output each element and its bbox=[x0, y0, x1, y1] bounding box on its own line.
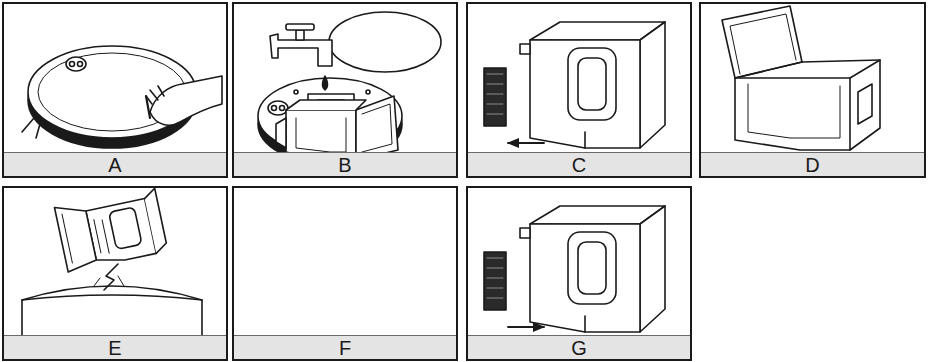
hand-outline bbox=[150, 76, 222, 125]
dust-lines bbox=[94, 276, 124, 286]
bin-handle bbox=[109, 207, 142, 250]
step-letter: E bbox=[108, 337, 121, 359]
robot-button bbox=[66, 57, 86, 71]
filter bbox=[484, 252, 506, 310]
label-band: G bbox=[468, 335, 690, 359]
bin-side bbox=[640, 206, 665, 332]
handle-grip bbox=[578, 58, 606, 110]
bin-latch bbox=[276, 118, 286, 148]
bin-lid bbox=[722, 6, 802, 78]
robot-button bbox=[268, 101, 288, 115]
step-panel: E bbox=[2, 186, 228, 361]
bin-tab bbox=[520, 228, 530, 238]
label-band: C bbox=[468, 152, 690, 176]
screw bbox=[294, 90, 298, 94]
bin-handle bbox=[568, 232, 616, 304]
cover-edge bbox=[146, 96, 150, 118]
bin-edge bbox=[584, 316, 586, 332]
direction-arrow bbox=[508, 326, 544, 328]
bin-lid bbox=[356, 96, 398, 160]
step-letter: C bbox=[572, 154, 586, 176]
label-band: A bbox=[4, 152, 226, 176]
tap-stem bbox=[296, 30, 304, 40]
side-brush bbox=[36, 124, 40, 138]
filter-pleats bbox=[487, 258, 503, 298]
dust-zigzag bbox=[104, 264, 118, 290]
step-letter: D bbox=[805, 154, 819, 176]
bin-opening bbox=[286, 100, 366, 110]
bin-inner bbox=[748, 84, 840, 138]
lid-inner bbox=[362, 104, 392, 152]
bin-inner bbox=[296, 118, 346, 152]
water-drop bbox=[323, 76, 328, 90]
bin-handle bbox=[568, 48, 616, 120]
button-dot bbox=[280, 106, 285, 111]
hand bbox=[146, 76, 222, 125]
hand-fingers bbox=[146, 86, 164, 104]
step-panel: C bbox=[466, 2, 692, 178]
bin-edge bbox=[584, 132, 586, 148]
bin-opening bbox=[735, 60, 880, 78]
can-rim bbox=[22, 295, 202, 300]
label-band: B bbox=[234, 152, 456, 176]
button-dot bbox=[272, 106, 277, 111]
open-dust-bin bbox=[722, 6, 880, 150]
filter-pleats bbox=[487, 74, 503, 114]
open-dust-bin bbox=[54, 186, 167, 272]
tap-valve bbox=[286, 24, 314, 30]
dust-bin bbox=[520, 22, 665, 148]
step-letter: A bbox=[108, 154, 121, 176]
step-panel: G bbox=[466, 186, 692, 361]
step-panel: A bbox=[2, 2, 228, 178]
robot-underside bbox=[258, 12, 441, 164]
step-letter: B bbox=[338, 154, 351, 176]
bin-body bbox=[86, 199, 156, 266]
button-dot bbox=[70, 62, 75, 67]
can-body bbox=[22, 286, 202, 338]
top-cover bbox=[329, 12, 441, 72]
lid-inner bbox=[62, 214, 72, 263]
label-band: F bbox=[234, 335, 456, 359]
bin-side bbox=[143, 188, 168, 253]
handle-grip bbox=[578, 242, 606, 294]
button-dot bbox=[78, 62, 83, 67]
label-band: D bbox=[701, 152, 924, 176]
bin-side bbox=[640, 22, 665, 148]
dust-bin bbox=[484, 206, 665, 332]
water-tap bbox=[270, 24, 332, 90]
bin-lid bbox=[54, 201, 97, 272]
bin-edge bbox=[849, 78, 851, 150]
bin-latch bbox=[858, 84, 872, 124]
filter bbox=[484, 68, 506, 126]
step-panel: F bbox=[232, 186, 458, 361]
trash-can bbox=[22, 286, 202, 338]
step-panel: B bbox=[232, 2, 458, 178]
open-dust-bin bbox=[276, 96, 398, 160]
label-band: E bbox=[4, 335, 226, 359]
side-brush bbox=[22, 118, 34, 132]
bin-body bbox=[735, 60, 880, 150]
step-letter: G bbox=[571, 337, 587, 359]
bin-front bbox=[530, 224, 640, 332]
step-panel: D bbox=[699, 2, 926, 178]
bin-front bbox=[530, 40, 640, 148]
bin-tab bbox=[520, 44, 530, 54]
direction-arrow bbox=[508, 142, 544, 144]
screw bbox=[366, 90, 370, 94]
bin-inner bbox=[94, 218, 109, 255]
step-letter: F bbox=[339, 337, 351, 359]
